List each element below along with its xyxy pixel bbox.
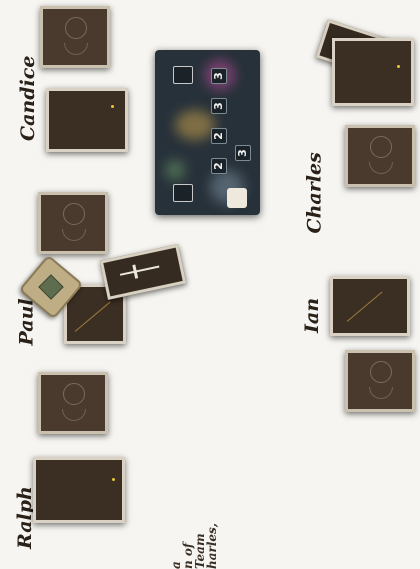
player-name-ian: Ian <box>301 293 323 333</box>
ralph-card-back[interactable] <box>38 372 108 434</box>
board-slot-number-1: 3 <box>211 68 227 84</box>
paul-card-back[interactable] <box>38 192 108 254</box>
candice-card-back[interactable] <box>40 6 110 68</box>
board-portrait <box>227 188 247 208</box>
paul-card-tilted[interactable] <box>100 244 187 300</box>
ian-card-back[interactable] <box>345 350 415 412</box>
ian-card-face[interactable] <box>330 276 410 336</box>
game-board[interactable]: 3 3 2 2 3 <box>155 50 260 215</box>
aircraft-icon <box>120 266 160 276</box>
rules-text: a n of Team harles, <box>170 523 218 569</box>
rules-text-line-4: harles, <box>206 523 218 569</box>
board-slot-number-5: 3 <box>235 145 251 161</box>
player-name-candice: Candice <box>17 61 39 141</box>
player-name-charles: Charles <box>304 159 326 234</box>
board-slot-number-3: 2 <box>211 128 227 144</box>
board-slot-number-2: 3 <box>211 98 227 114</box>
board-slot-number-4: 2 <box>211 158 227 174</box>
player-name-paul: Paul <box>16 301 38 346</box>
charles-card-face[interactable] <box>332 38 414 106</box>
board-slot-2[interactable] <box>173 184 193 202</box>
ralph-card-face[interactable] <box>33 457 125 523</box>
token-grid-icon <box>38 274 63 299</box>
charles-card-back[interactable] <box>345 125 415 187</box>
candice-card-face[interactable] <box>46 88 128 152</box>
board-slot-1[interactable] <box>173 66 193 84</box>
